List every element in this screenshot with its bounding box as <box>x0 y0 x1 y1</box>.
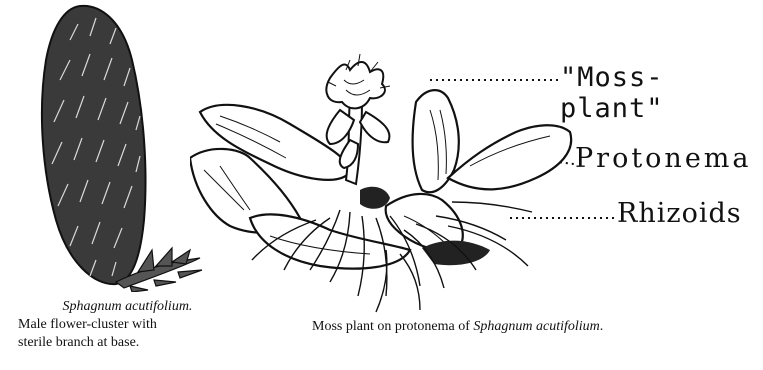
moss-plant-label: "Moss-plant" <box>560 62 763 124</box>
main-caption-suffix: . <box>600 319 604 334</box>
left-caption-line3: sterile branch at base. <box>18 334 223 352</box>
rhizoids-label: Rhizoids <box>617 198 742 229</box>
main-figure-caption: Moss plant on protonema of Sphagnum acut… <box>312 318 762 336</box>
main-caption-prefix: Moss plant on protonema of <box>312 319 473 334</box>
protonema-label: Protonema <box>575 143 752 174</box>
main-caption-species: Sphagnum acutifolium <box>473 319 599 334</box>
